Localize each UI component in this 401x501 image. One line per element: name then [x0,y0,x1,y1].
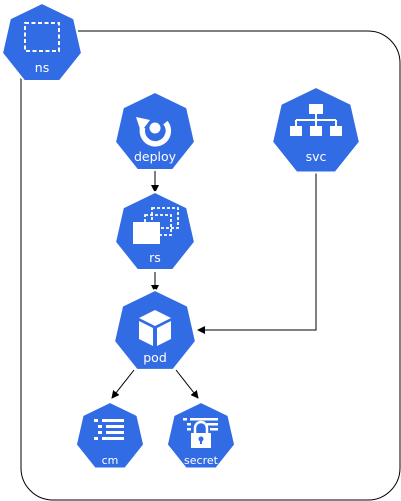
replicaset-icon [133,207,179,244]
node-rs-label: rs [149,250,161,265]
node-deploy-label: deploy [134,149,177,164]
edge-pod-cm [111,369,135,399]
edges [111,170,317,399]
node-secret-label: secret [184,454,219,467]
pod-icon [139,310,171,346]
namespace-boundary [20,30,401,501]
configmap-icon [94,419,124,440]
node-ns-shape [0,1,84,82]
node-ns[interactable]: ns [0,1,84,82]
node-secret[interactable]: secret [165,400,237,470]
node-pod[interactable]: pod [112,288,198,371]
secret-icon [183,418,218,448]
node-svc[interactable]: svc [271,85,361,174]
deployment-icon [136,117,172,147]
node-cm-shape [74,400,146,470]
edge-pod-secret [175,369,199,399]
node-cm-label: cm [102,454,119,467]
node-cm[interactable]: cm [74,400,146,470]
node-ns-label: ns [35,60,49,75]
edge-svc-pod [197,170,317,334]
node-pod-shape [112,288,198,371]
node-rs[interactable]: rs [113,190,197,271]
namespace-icon [24,22,60,52]
node-pod-label: pod [143,350,167,365]
node-deploy[interactable]: deploy [113,90,197,171]
node-svc-label: svc [306,149,327,164]
service-icon [290,104,342,136]
